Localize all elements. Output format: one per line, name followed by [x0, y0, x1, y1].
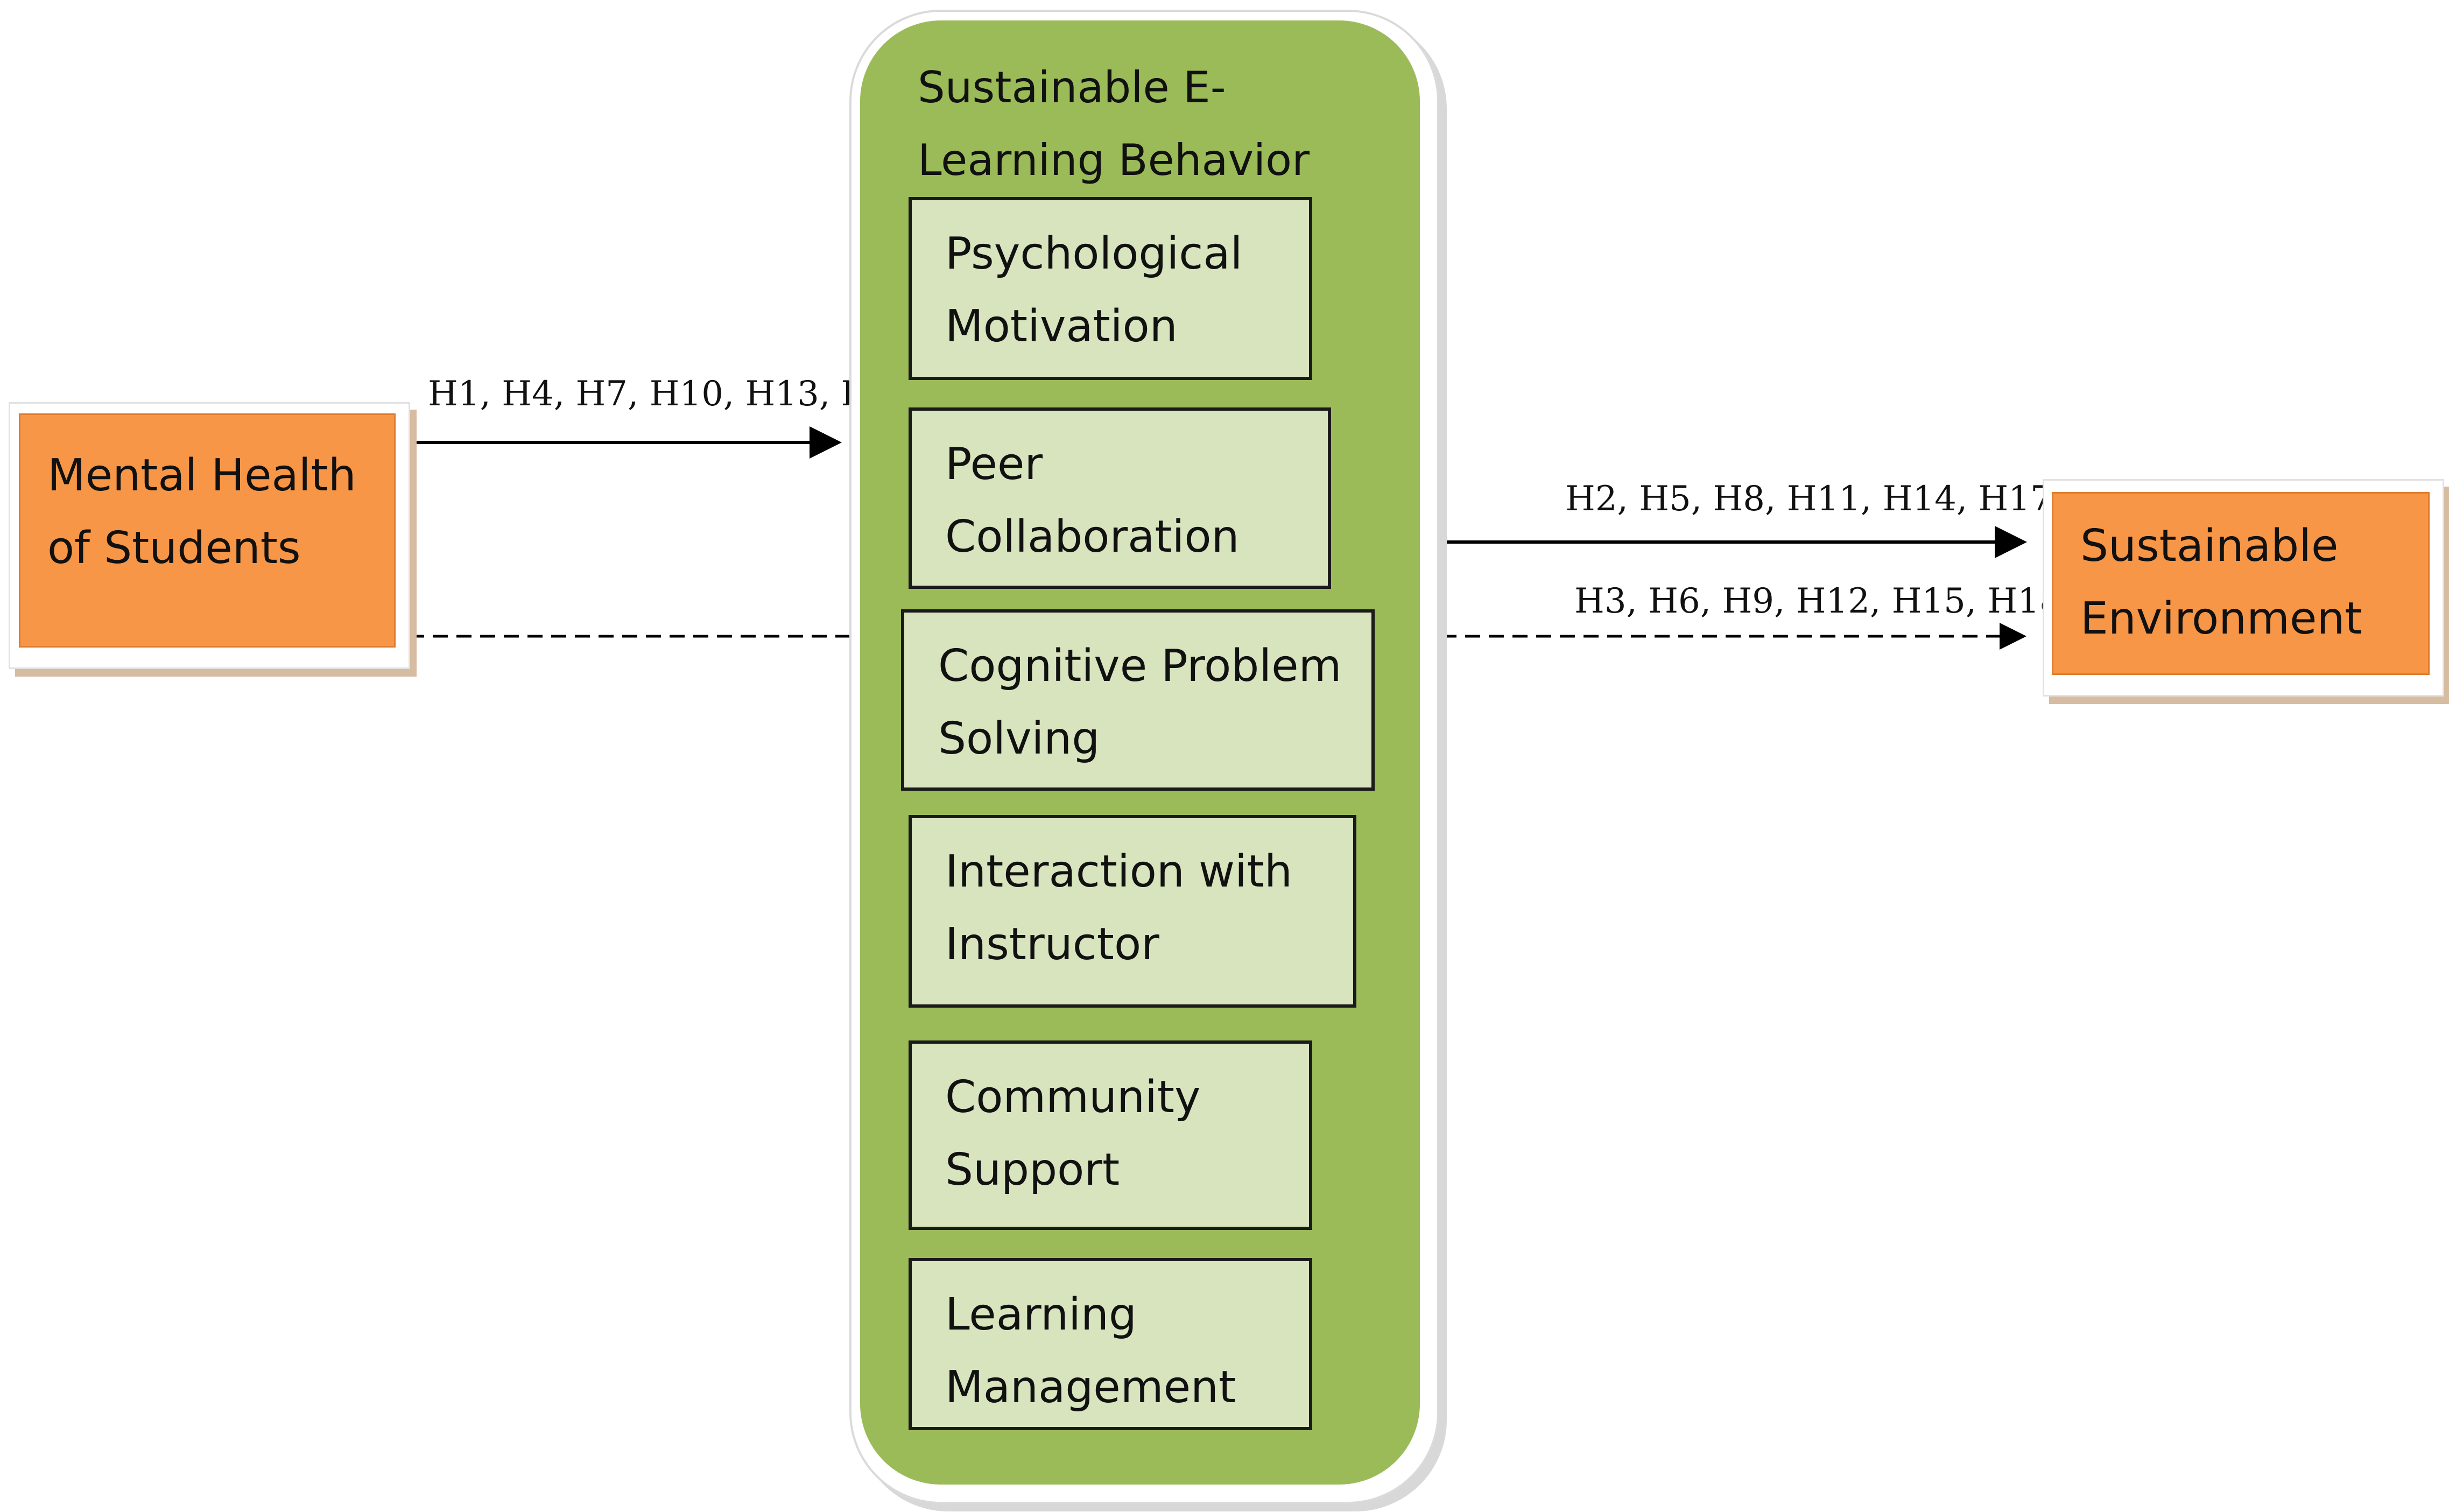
dimension-label-line2: Instructor: [945, 919, 1159, 970]
behavior-title-line1: Sustainable E-: [918, 62, 1226, 112]
dimension-label-line2: Collaboration: [945, 511, 1240, 562]
behavior-title-line2: Learning Behavior: [918, 135, 1310, 185]
mental-health-label-line2: of Students: [47, 523, 301, 574]
dimension-label-line1: Learning: [945, 1289, 1137, 1340]
hypotheses-right-dashed-label: H3, H6, H9, H12, H15, H18,: [1574, 581, 2073, 621]
dimension-box-psychological-motivation: Psychological Motivation: [909, 197, 1312, 380]
hypotheses-right-solid-label: H2, H5, H8, H11, H14, H17,: [1565, 479, 2064, 519]
dimension-label-line2: Solving: [938, 713, 1100, 764]
dimension-label-line1: Psychological: [945, 228, 1243, 279]
dimension-label-line1: Peer: [945, 439, 1043, 490]
sustainable-environment-box: Sustainable Environment: [2052, 492, 2430, 675]
dimension-box-peer-collaboration: Peer Collaboration: [909, 407, 1331, 589]
mental-health-label-line1: Mental Health: [47, 450, 356, 501]
dimension-box-cognitive-problem-solving: Cognitive Problem Solving: [901, 609, 1375, 791]
dimension-label-line2: Support: [945, 1144, 1120, 1195]
hypotheses-left-label: H1, H4, H7, H10, H13, H16: [428, 374, 915, 414]
dimension-label-line2: Motivation: [945, 301, 1178, 352]
dimension-label-line1: Cognitive Problem: [938, 641, 1342, 692]
behavior-container-title: Sustainable E- Learning Behavior: [918, 51, 1359, 196]
sustainable-environment-label-line1: Sustainable: [2080, 521, 2339, 572]
dimension-box-interaction-with-instructor: Interaction with Instructor: [909, 815, 1356, 1008]
mental-health-box: Mental Health of Students: [19, 413, 396, 648]
dimension-box-community-support: Community Support: [909, 1040, 1312, 1230]
dimension-label-line1: Community: [945, 1072, 1201, 1123]
sustainable-environment-label-line2: Environment: [2080, 593, 2362, 644]
dimension-box-learning-management: Learning Management: [909, 1258, 1312, 1430]
dimension-label-line2: Management: [945, 1362, 1236, 1413]
dimension-label-line1: Interaction with: [945, 846, 1292, 897]
